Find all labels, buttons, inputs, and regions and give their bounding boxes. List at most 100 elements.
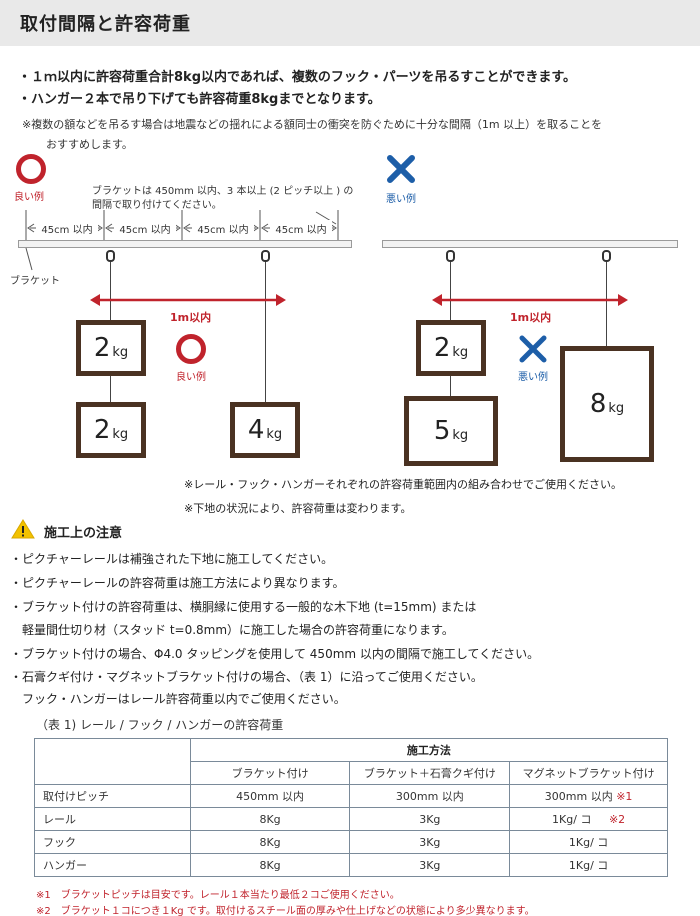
picture-rail-left — [18, 240, 352, 248]
caution-item: ・ブラケット付けの場合、Φ4.0 タッピングを使用して 450mm 以内の間隔で… — [10, 647, 540, 661]
frame-weight: 2 — [93, 415, 111, 445]
caution-title: 施工上の注意 — [44, 526, 123, 541]
hook-icon — [106, 250, 115, 262]
intro-note-2: おすすめします。 — [46, 138, 133, 151]
table-row: ハンガー 8Kg 3Kg 1Kg/ コ — [34, 853, 668, 877]
footnote-1: ※1 ブラケットピッチは目安です。レール１本当たり最低２コご使用ください。 — [36, 890, 400, 901]
page-header: 取付間隔と許容荷重 — [0, 0, 700, 46]
frame-unit: kg — [608, 400, 625, 416]
table-row-label: レール — [34, 807, 191, 831]
table-caption: （表 1) レール / フック / ハンガーの許容荷重 — [36, 718, 284, 732]
frame-unit: kg — [112, 426, 129, 442]
hook-icon — [446, 250, 455, 262]
frame-weight: 2 — [93, 333, 111, 363]
warning-icon — [11, 519, 35, 539]
intro-note-1: ※複数の額などを吊るす場合は地震などの揺れによる額同士の衝突を防ぐために十分な間… — [22, 118, 603, 131]
wire — [110, 376, 111, 402]
table-cell: 8Kg — [189, 853, 351, 877]
bracket-note-2: 間隔で取り付けてください。 — [92, 200, 222, 211]
frame-weight: 5 — [433, 416, 451, 446]
wire — [450, 262, 451, 320]
table-column-header: マグネットブラケット付け — [509, 761, 668, 785]
bracket-label: ブラケット — [10, 276, 60, 287]
table-cell: 8Kg — [189, 830, 351, 854]
footnote-2: ※2 ブラケット１コにつき１Kg です。取付けるスチール面の厚みや仕上げなどの状… — [36, 906, 535, 916]
caution-item: ・ピクチャーレールは補強された下地に施工してください。 — [10, 552, 334, 566]
pitch-label-2: 45cm 以内 — [114, 220, 176, 236]
bad-mark-icon — [387, 155, 415, 183]
table-column-header: ブラケット付け — [189, 761, 351, 785]
pitch-label-4: 45cm 以内 — [270, 220, 332, 236]
diagram-note-2: ※下地の状況により、許容荷重は変わります。 — [184, 502, 412, 515]
table-cell: 8Kg — [189, 807, 351, 831]
frame-weight: 2 — [433, 333, 451, 363]
table-cell: 3Kg — [349, 853, 511, 877]
wire — [110, 262, 111, 320]
table-cell: 3Kg — [349, 807, 511, 831]
table-cell-value: 1Kg/ コ — [552, 813, 592, 826]
table-header-row: 施工方法 — [34, 738, 669, 785]
footnote-mark: ※2 — [608, 813, 626, 826]
table-row: 取付けピッチ 450mm 以内 300mm 以内 300mm 以内 ※1 — [34, 784, 668, 808]
bad-example-label: 悪い例 — [386, 194, 416, 205]
good-mark-icon — [176, 334, 206, 364]
span-arrow-right — [432, 294, 628, 306]
frame-unit: kg — [452, 344, 469, 360]
table-cell-value: 300mm 以内 — [544, 790, 613, 803]
table-group-header: 施工方法 — [189, 738, 669, 762]
frame-unit: kg — [452, 427, 469, 443]
intro-line-1: ・１ｍ以内に許容荷重合計8kg以内であれば、複数のフック・パーツを吊るすことがで… — [18, 70, 577, 85]
caution-item: ・ブラケット付けの許容荷重は、横胴縁に使用する一般的な木下地 (t=15mm) … — [10, 600, 477, 614]
table-column-header: ブラケット＋石膏クギ付け — [349, 761, 511, 785]
caution-item: ・石膏クギ付け・マグネットブラケット付けの場合、（表 1）に沿ってご使用ください… — [10, 670, 483, 684]
span-arrow-left — [90, 294, 286, 306]
good-example-label: 良い例 — [14, 192, 44, 203]
good-mark-icon — [16, 154, 46, 184]
hook-icon — [602, 250, 611, 262]
wire — [606, 262, 607, 346]
caution-item: フック・ハンガーはレール許容荷重以内でご使用ください。 — [10, 692, 346, 706]
frame-weight: 8 — [589, 389, 607, 419]
wire — [450, 376, 451, 396]
table-row-label: フック — [34, 830, 191, 854]
intro-line-2: ・ハンガー２本で吊り下げても許容荷重8kgまでとなります。 — [18, 92, 381, 107]
hook-icon — [261, 250, 270, 262]
table-row: フック 8Kg 3Kg 1Kg/ コ — [34, 830, 668, 854]
pitch-label-3: 45cm 以内 — [192, 220, 254, 236]
bracket-pointer — [25, 247, 33, 271]
page-title: 取付間隔と許容荷重 — [20, 14, 191, 35]
table-row: レール 8Kg 3Kg 1Kg/ コ ※2 — [34, 807, 668, 831]
frame-unit: kg — [266, 426, 283, 442]
table-cell: 1Kg/ コ — [509, 830, 668, 854]
diagram-note-1: ※レール・フック・ハンガーそれぞれの許容荷重範囲内の組み合わせでご使用ください。 — [184, 478, 622, 491]
pitch-label-1: 45cm 以内 — [36, 220, 98, 236]
footnote-mark: ※1 — [616, 790, 633, 803]
caution-item: 軽量間仕切り材（スタッド t=0.8mm）に施工した場合の許容荷重になります。 — [10, 623, 454, 637]
load-table: 施工方法 ブラケット付け ブラケット＋石膏クギ付け マグネットブラケット付け 取… — [34, 738, 669, 877]
table-row-label: 取付けピッチ — [34, 784, 191, 808]
table-cell: 1Kg/ コ — [509, 853, 668, 877]
table-cell: 3Kg — [349, 830, 511, 854]
table-cell: 450mm 以内 — [189, 784, 351, 808]
table-row-label: ハンガー — [34, 853, 191, 877]
table-corner-cell — [34, 738, 191, 785]
bracket-note-1: ブラケットは 450mm 以内、3 本以上 (2 ピッチ以上 ) の — [92, 186, 354, 197]
middle-good-label: 良い例 — [176, 372, 206, 383]
wire — [265, 262, 266, 402]
caution-item: ・ピクチャーレールの許容荷重は施工方法により異なります。 — [10, 576, 345, 590]
frame-unit: kg — [112, 344, 129, 360]
span-label-right: 1m以内 — [510, 311, 552, 324]
frame-weight: 4 — [247, 415, 265, 445]
table-cell: 300mm 以内 ※1 — [509, 784, 668, 808]
table-cell: 300mm 以内 — [349, 784, 511, 808]
span-label-left: 1m以内 — [170, 311, 212, 324]
table-cell: 1Kg/ コ ※2 — [509, 807, 668, 831]
middle-bad-label: 悪い例 — [518, 372, 548, 383]
picture-rail-right — [382, 240, 678, 248]
